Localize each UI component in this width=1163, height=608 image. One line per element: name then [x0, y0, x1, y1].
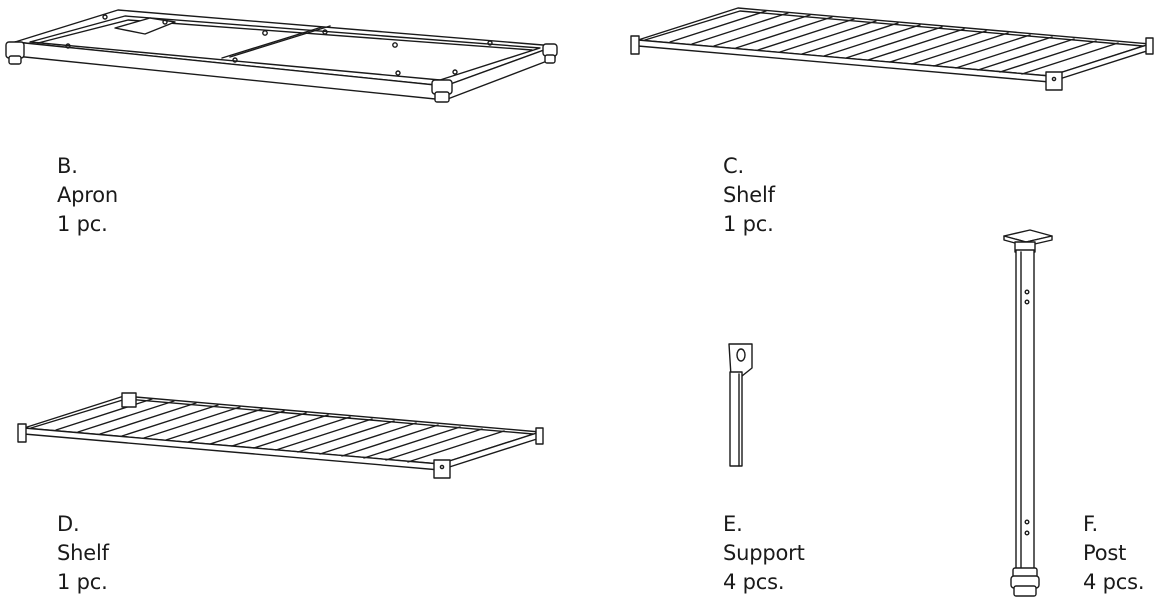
shelf-c-drawing	[631, 8, 1153, 90]
part-letter: D.	[57, 512, 80, 536]
part-label-shelf-d: D. Shelf 1 pc.	[57, 510, 109, 597]
part-quantity: 4 pcs.	[1083, 570, 1145, 594]
part-label-apron: B. Apron 1 pc.	[57, 152, 118, 239]
part-quantity: 1 pc.	[57, 570, 108, 594]
part-letter: C.	[723, 154, 744, 178]
part-quantity: 4 pcs.	[723, 570, 785, 594]
part-label-support: E. Support 4 pcs.	[723, 510, 805, 597]
shelf-d-drawing	[18, 393, 543, 478]
part-name: Support	[723, 541, 805, 565]
part-name: Shelf	[723, 183, 775, 207]
part-label-shelf-c: C. Shelf 1 pc.	[723, 152, 775, 239]
post-drawing	[1004, 230, 1052, 596]
support-drawing	[729, 344, 752, 466]
part-letter: E.	[723, 512, 743, 536]
part-label-post: F. Post 4 pcs.	[1083, 510, 1145, 597]
part-letter: F.	[1083, 512, 1098, 536]
apron-drawing	[6, 10, 557, 102]
part-name: Apron	[57, 183, 119, 207]
part-name: Post	[1083, 541, 1127, 565]
part-letter: B.	[57, 154, 78, 178]
part-quantity: 1 pc.	[723, 212, 774, 236]
part-quantity: 1 pc.	[57, 212, 108, 236]
part-name: Shelf	[57, 541, 109, 565]
